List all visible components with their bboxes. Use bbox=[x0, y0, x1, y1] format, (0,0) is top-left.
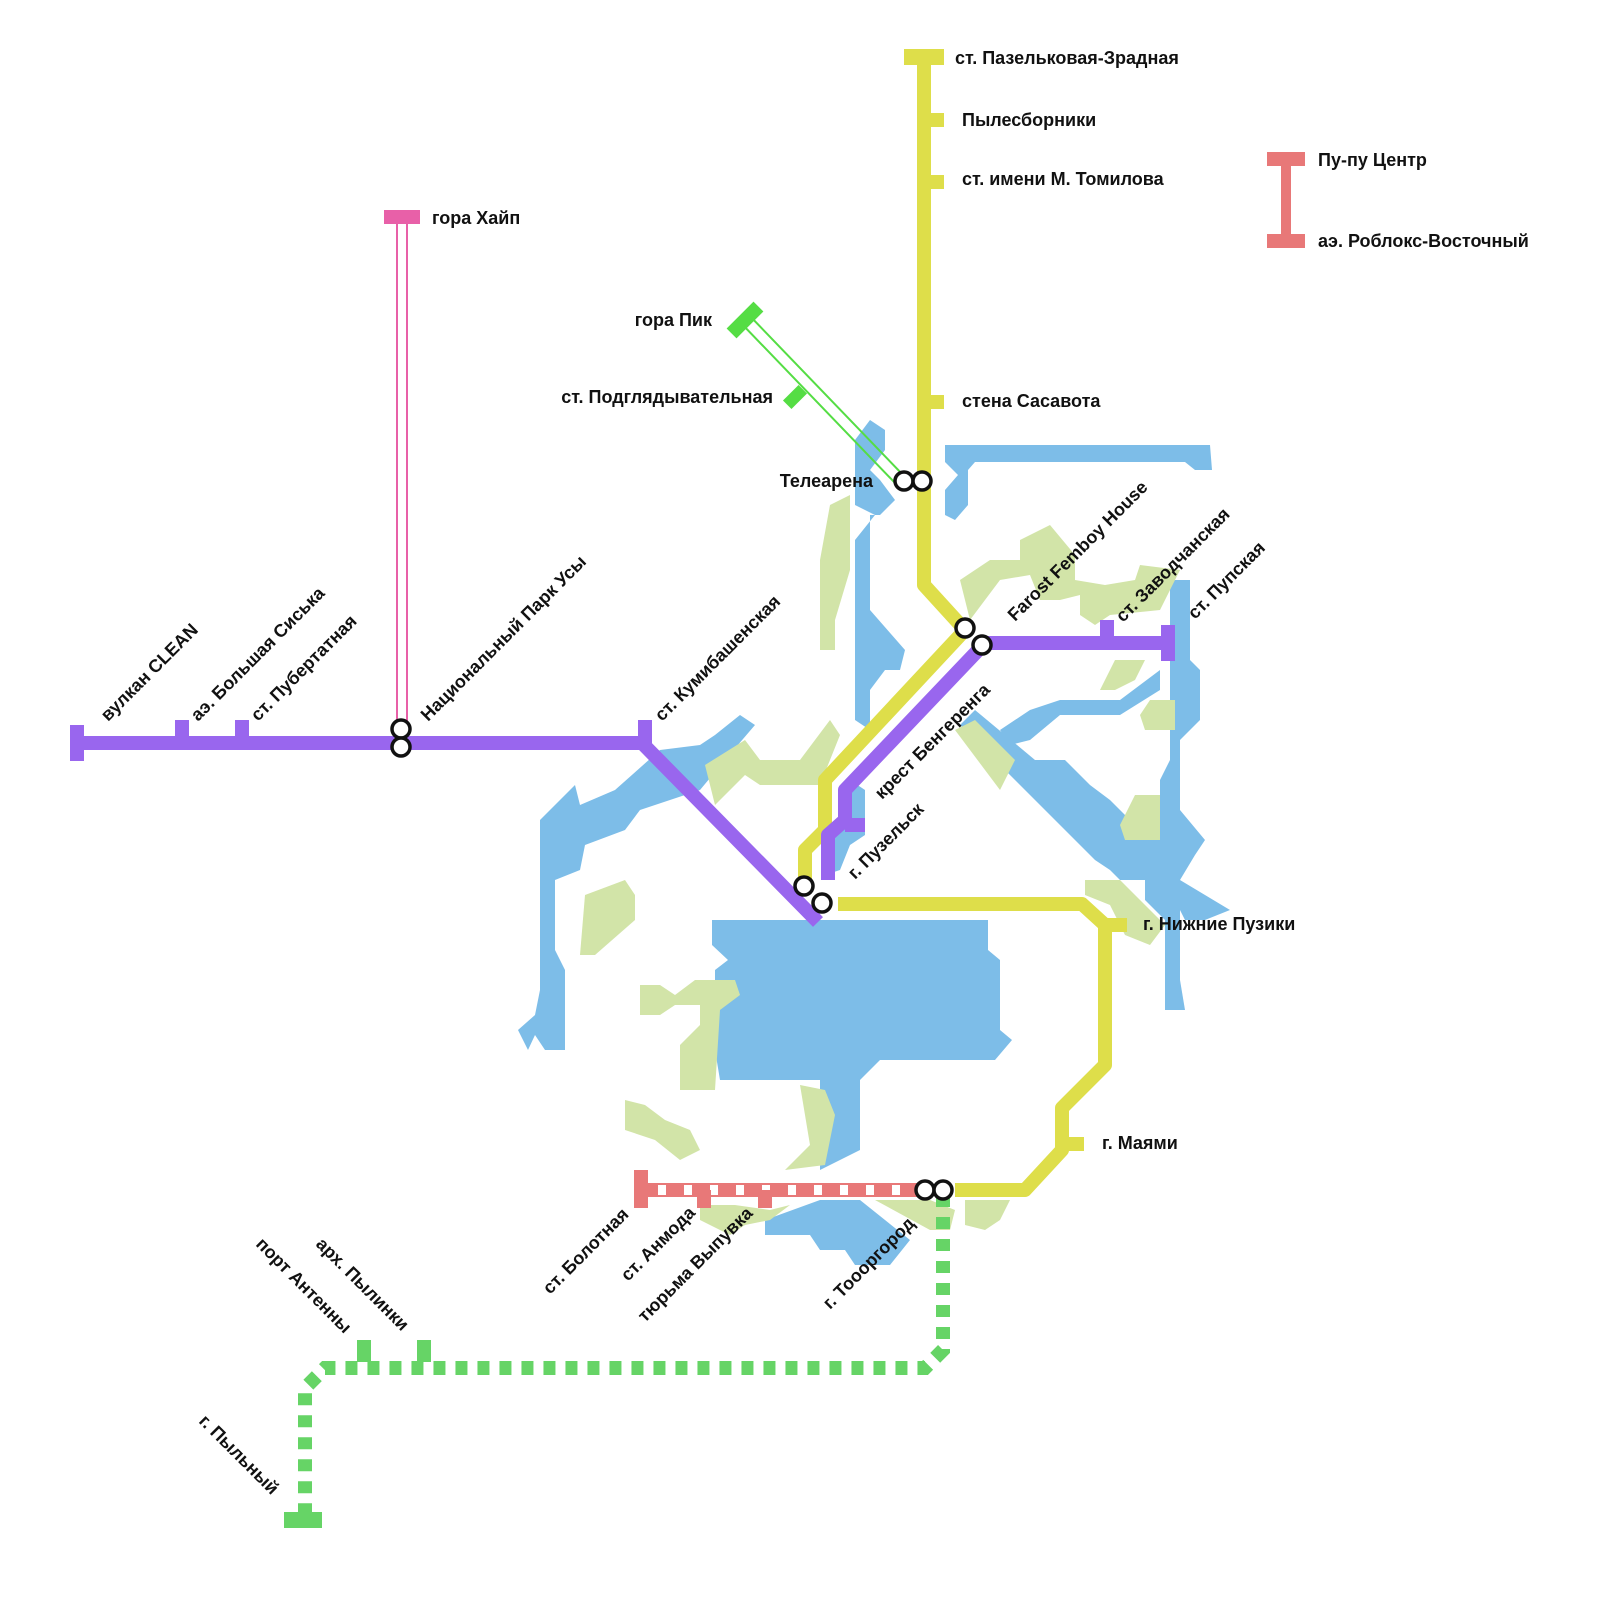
label-legend-top: Пу-пу Центр bbox=[1318, 150, 1427, 170]
land-east-patch bbox=[1100, 660, 1145, 690]
station-marker-tyurma[interactable] bbox=[758, 1190, 772, 1208]
label-tyurma: тюрьма Выпувка bbox=[634, 1202, 758, 1326]
station-marker-mayami[interactable] bbox=[1062, 1137, 1084, 1151]
label-vulkan: вулкан CLEAN bbox=[97, 620, 202, 725]
land-north-strip bbox=[820, 495, 850, 650]
land-center-east bbox=[955, 720, 1015, 790]
label-nizhnie: г. Нижние Пузики bbox=[1143, 914, 1295, 934]
interchange-toooorgorod[interactable] bbox=[914, 1179, 954, 1201]
station-marker-pylesborniki[interactable] bbox=[924, 113, 944, 127]
station-marker-bolshaya[interactable] bbox=[175, 720, 189, 744]
label-pazelkovaya: ст. Пазельковая-Зрадная bbox=[955, 48, 1179, 68]
purple-line bbox=[70, 620, 1175, 927]
land-east-patch-3 bbox=[1120, 795, 1160, 840]
label-pubertatnaya: ст. Пубертатная bbox=[247, 611, 361, 725]
label-pylny: г. Пыльный bbox=[195, 1411, 283, 1499]
south-lake bbox=[765, 1200, 910, 1265]
land-s-center bbox=[785, 1085, 835, 1170]
pink-line bbox=[384, 210, 420, 730]
station-marker-krest[interactable] bbox=[845, 818, 865, 832]
interchanges bbox=[390, 470, 993, 1201]
label-pylesborniki: Пылесборники bbox=[962, 110, 1096, 130]
station-marker-pubertatnaya[interactable] bbox=[235, 720, 249, 744]
label-tomilova: ст. имени М. Томилова bbox=[962, 169, 1165, 189]
station-marker-pylny[interactable] bbox=[284, 1512, 322, 1528]
land-east-patch-2 bbox=[1140, 700, 1175, 730]
station-marker-pazelkovaya[interactable] bbox=[904, 49, 944, 65]
label-pik: гора Пик bbox=[635, 310, 713, 330]
ne-lake bbox=[945, 445, 1212, 520]
station-marker-zavodchanskaya[interactable] bbox=[1100, 620, 1114, 644]
land-sw-2 bbox=[625, 1100, 700, 1160]
interchange-farost[interactable] bbox=[954, 617, 993, 656]
station-marker-nizhnie[interactable] bbox=[1105, 918, 1127, 932]
water-layer bbox=[518, 420, 1230, 1265]
label-legend-bottom: аэ. Роблокс-Восточный bbox=[1318, 231, 1529, 251]
station-marker-vulkan[interactable] bbox=[70, 725, 84, 761]
station-marker-anmoda[interactable] bbox=[697, 1190, 711, 1208]
station-marker-sasavota[interactable] bbox=[924, 395, 944, 409]
salmon-line bbox=[634, 1170, 920, 1208]
legend-marker-top bbox=[1267, 152, 1305, 166]
station-marker-port[interactable] bbox=[357, 1340, 371, 1362]
land-sw-1 bbox=[640, 980, 740, 1090]
legend-line bbox=[1267, 152, 1305, 248]
station-marker-khayp[interactable] bbox=[384, 210, 420, 224]
interchange-puzelsk[interactable] bbox=[793, 875, 833, 914]
station-marker-podglyad[interactable] bbox=[782, 384, 808, 410]
dotted-green-line bbox=[284, 1195, 950, 1528]
land-s-1 bbox=[700, 1205, 790, 1235]
station-marker-pik[interactable] bbox=[726, 301, 764, 339]
interchange-telearena[interactable] bbox=[893, 470, 933, 492]
label-park: Национальный Парк Усы bbox=[417, 551, 590, 724]
central-lake bbox=[712, 920, 1012, 1170]
east-river bbox=[960, 580, 1230, 1010]
east-branch bbox=[1000, 670, 1160, 745]
station-marker-bolotnaya[interactable] bbox=[634, 1170, 648, 1208]
north-river bbox=[855, 420, 905, 730]
label-bolotnaya: ст. Болотная bbox=[539, 1204, 633, 1298]
label-telearena: Телеарена bbox=[780, 471, 874, 491]
land-west-big bbox=[705, 720, 840, 805]
label-kumibashenskaya: ст. Кумибашенская bbox=[651, 591, 785, 725]
label-sasavota: стена Сасавота bbox=[962, 391, 1101, 411]
label-podglyad: ст. Подглядывательная bbox=[561, 387, 773, 407]
station-marker-tomilova[interactable] bbox=[924, 175, 944, 189]
land-nizhnie bbox=[1085, 880, 1165, 945]
green-line bbox=[726, 301, 905, 485]
land-west-patch bbox=[580, 880, 635, 955]
station-marker-arh[interactable] bbox=[417, 1340, 431, 1362]
station-marker-pupskaya[interactable] bbox=[1161, 625, 1175, 661]
land-s-3 bbox=[965, 1200, 1010, 1230]
land-layer bbox=[580, 495, 1180, 1235]
west-river bbox=[518, 715, 755, 1050]
label-mayami: г. Маями bbox=[1102, 1133, 1178, 1153]
label-khayp: гора Хайп bbox=[432, 208, 520, 228]
station-marker-kumibashenskaya[interactable] bbox=[638, 720, 652, 744]
legend-marker-bottom bbox=[1267, 234, 1305, 248]
land-s-2 bbox=[875, 1200, 955, 1230]
interchange-park[interactable] bbox=[390, 718, 412, 758]
land-ne-cluster bbox=[960, 525, 1180, 625]
